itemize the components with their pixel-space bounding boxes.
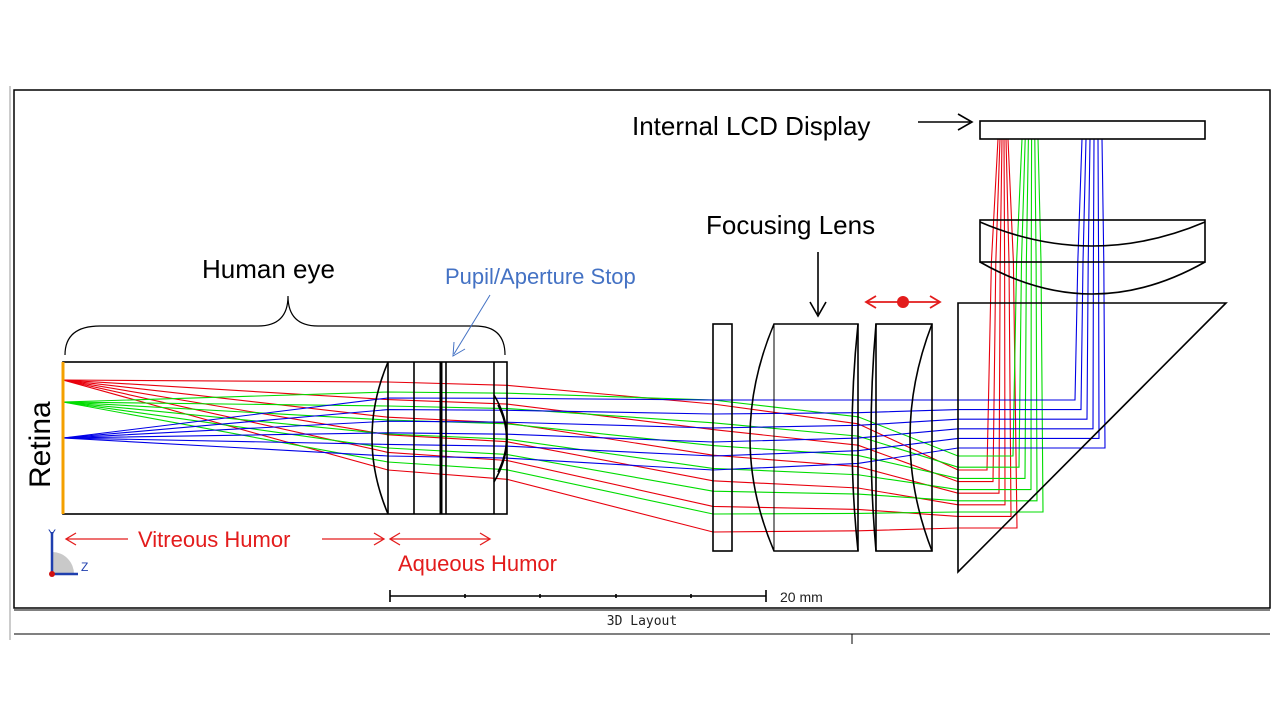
moving-lens-element xyxy=(875,323,933,552)
annotation-arrows xyxy=(64,113,974,546)
internal-lcd-display xyxy=(979,120,1206,140)
moving-lens-rear-curve xyxy=(909,323,933,552)
axis-triad: Y Z xyxy=(48,527,88,577)
lcd-display-label: Internal LCD Display xyxy=(632,111,870,141)
human-eye-model xyxy=(61,361,508,515)
moving-lens-front-curve xyxy=(870,323,877,552)
focusing-lens-rear-curve xyxy=(851,323,859,552)
fold-prism xyxy=(957,302,1228,574)
blue-ray xyxy=(62,138,1106,471)
human-eye-label: Human eye xyxy=(202,254,335,284)
focusing-lens-element xyxy=(749,323,859,552)
pupil-pointer-arrow xyxy=(452,294,491,357)
red-ray xyxy=(62,138,1003,494)
red-ray xyxy=(62,138,1018,533)
cornea-posterior xyxy=(371,361,389,515)
z-axis-label: Z xyxy=(81,560,88,574)
ray-bundles xyxy=(62,138,1106,533)
vitreous-humor-arrows xyxy=(64,532,386,546)
lens-motion-dot xyxy=(897,296,909,308)
window-caption: 3D Layout xyxy=(606,614,678,629)
focusing-lens-label: Focusing Lens xyxy=(706,210,875,240)
window-plate xyxy=(712,323,733,552)
green-ray xyxy=(62,138,1029,479)
axis-quadrant xyxy=(52,552,74,574)
focusing-lens-pointer-arrow xyxy=(809,252,827,318)
focusing-lens-group xyxy=(712,323,933,552)
field-lens-inner-curve xyxy=(979,221,1206,247)
field-lens-body xyxy=(979,219,1206,263)
scale-bar-label: 20 mm xyxy=(780,589,823,605)
window-frame xyxy=(9,86,1271,644)
green-ray xyxy=(62,138,1026,468)
blue-ray xyxy=(62,138,1095,443)
field-lens-bottom-curve xyxy=(979,261,1206,295)
pupil-stop-label: Pupil/Aperture Stop xyxy=(445,264,636,289)
blue-ray xyxy=(62,138,1100,457)
scale-bar xyxy=(389,590,767,602)
aqueous-humor-label: Aqueous Humor xyxy=(398,551,557,576)
vitreous-humor-label: Vitreous Humor xyxy=(138,527,290,552)
plot-border xyxy=(13,89,1271,609)
crystalline-lens-back xyxy=(497,404,508,473)
display-optics xyxy=(957,120,1228,574)
axis-origin xyxy=(49,571,55,577)
lcd-pointer-arrow xyxy=(918,113,974,131)
retina-label: Retina xyxy=(24,401,57,488)
aqueous-humor-arrow xyxy=(388,532,492,546)
y-axis-label: Y xyxy=(48,527,56,541)
human-eye-brace xyxy=(64,295,506,356)
